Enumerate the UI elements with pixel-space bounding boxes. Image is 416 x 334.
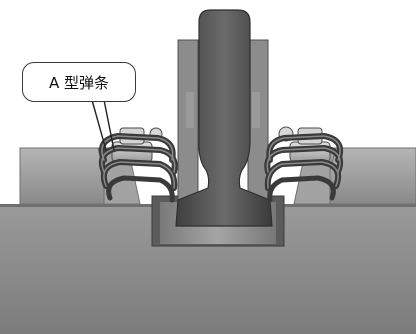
- right-spring-clip: [264, 132, 344, 203]
- rail-profile: [175, 9, 273, 227]
- callout-leader-line: [91, 99, 107, 151]
- callout-leader-line-2: [103, 99, 115, 151]
- right-shoulder-block: [329, 147, 416, 205]
- right-insulator: [252, 92, 260, 128]
- left-shoulder-block: [19, 147, 105, 205]
- clip-callout-label: A 型弹条: [22, 62, 136, 102]
- left-spring-clip: [98, 132, 178, 203]
- left-insulator: [186, 92, 194, 128]
